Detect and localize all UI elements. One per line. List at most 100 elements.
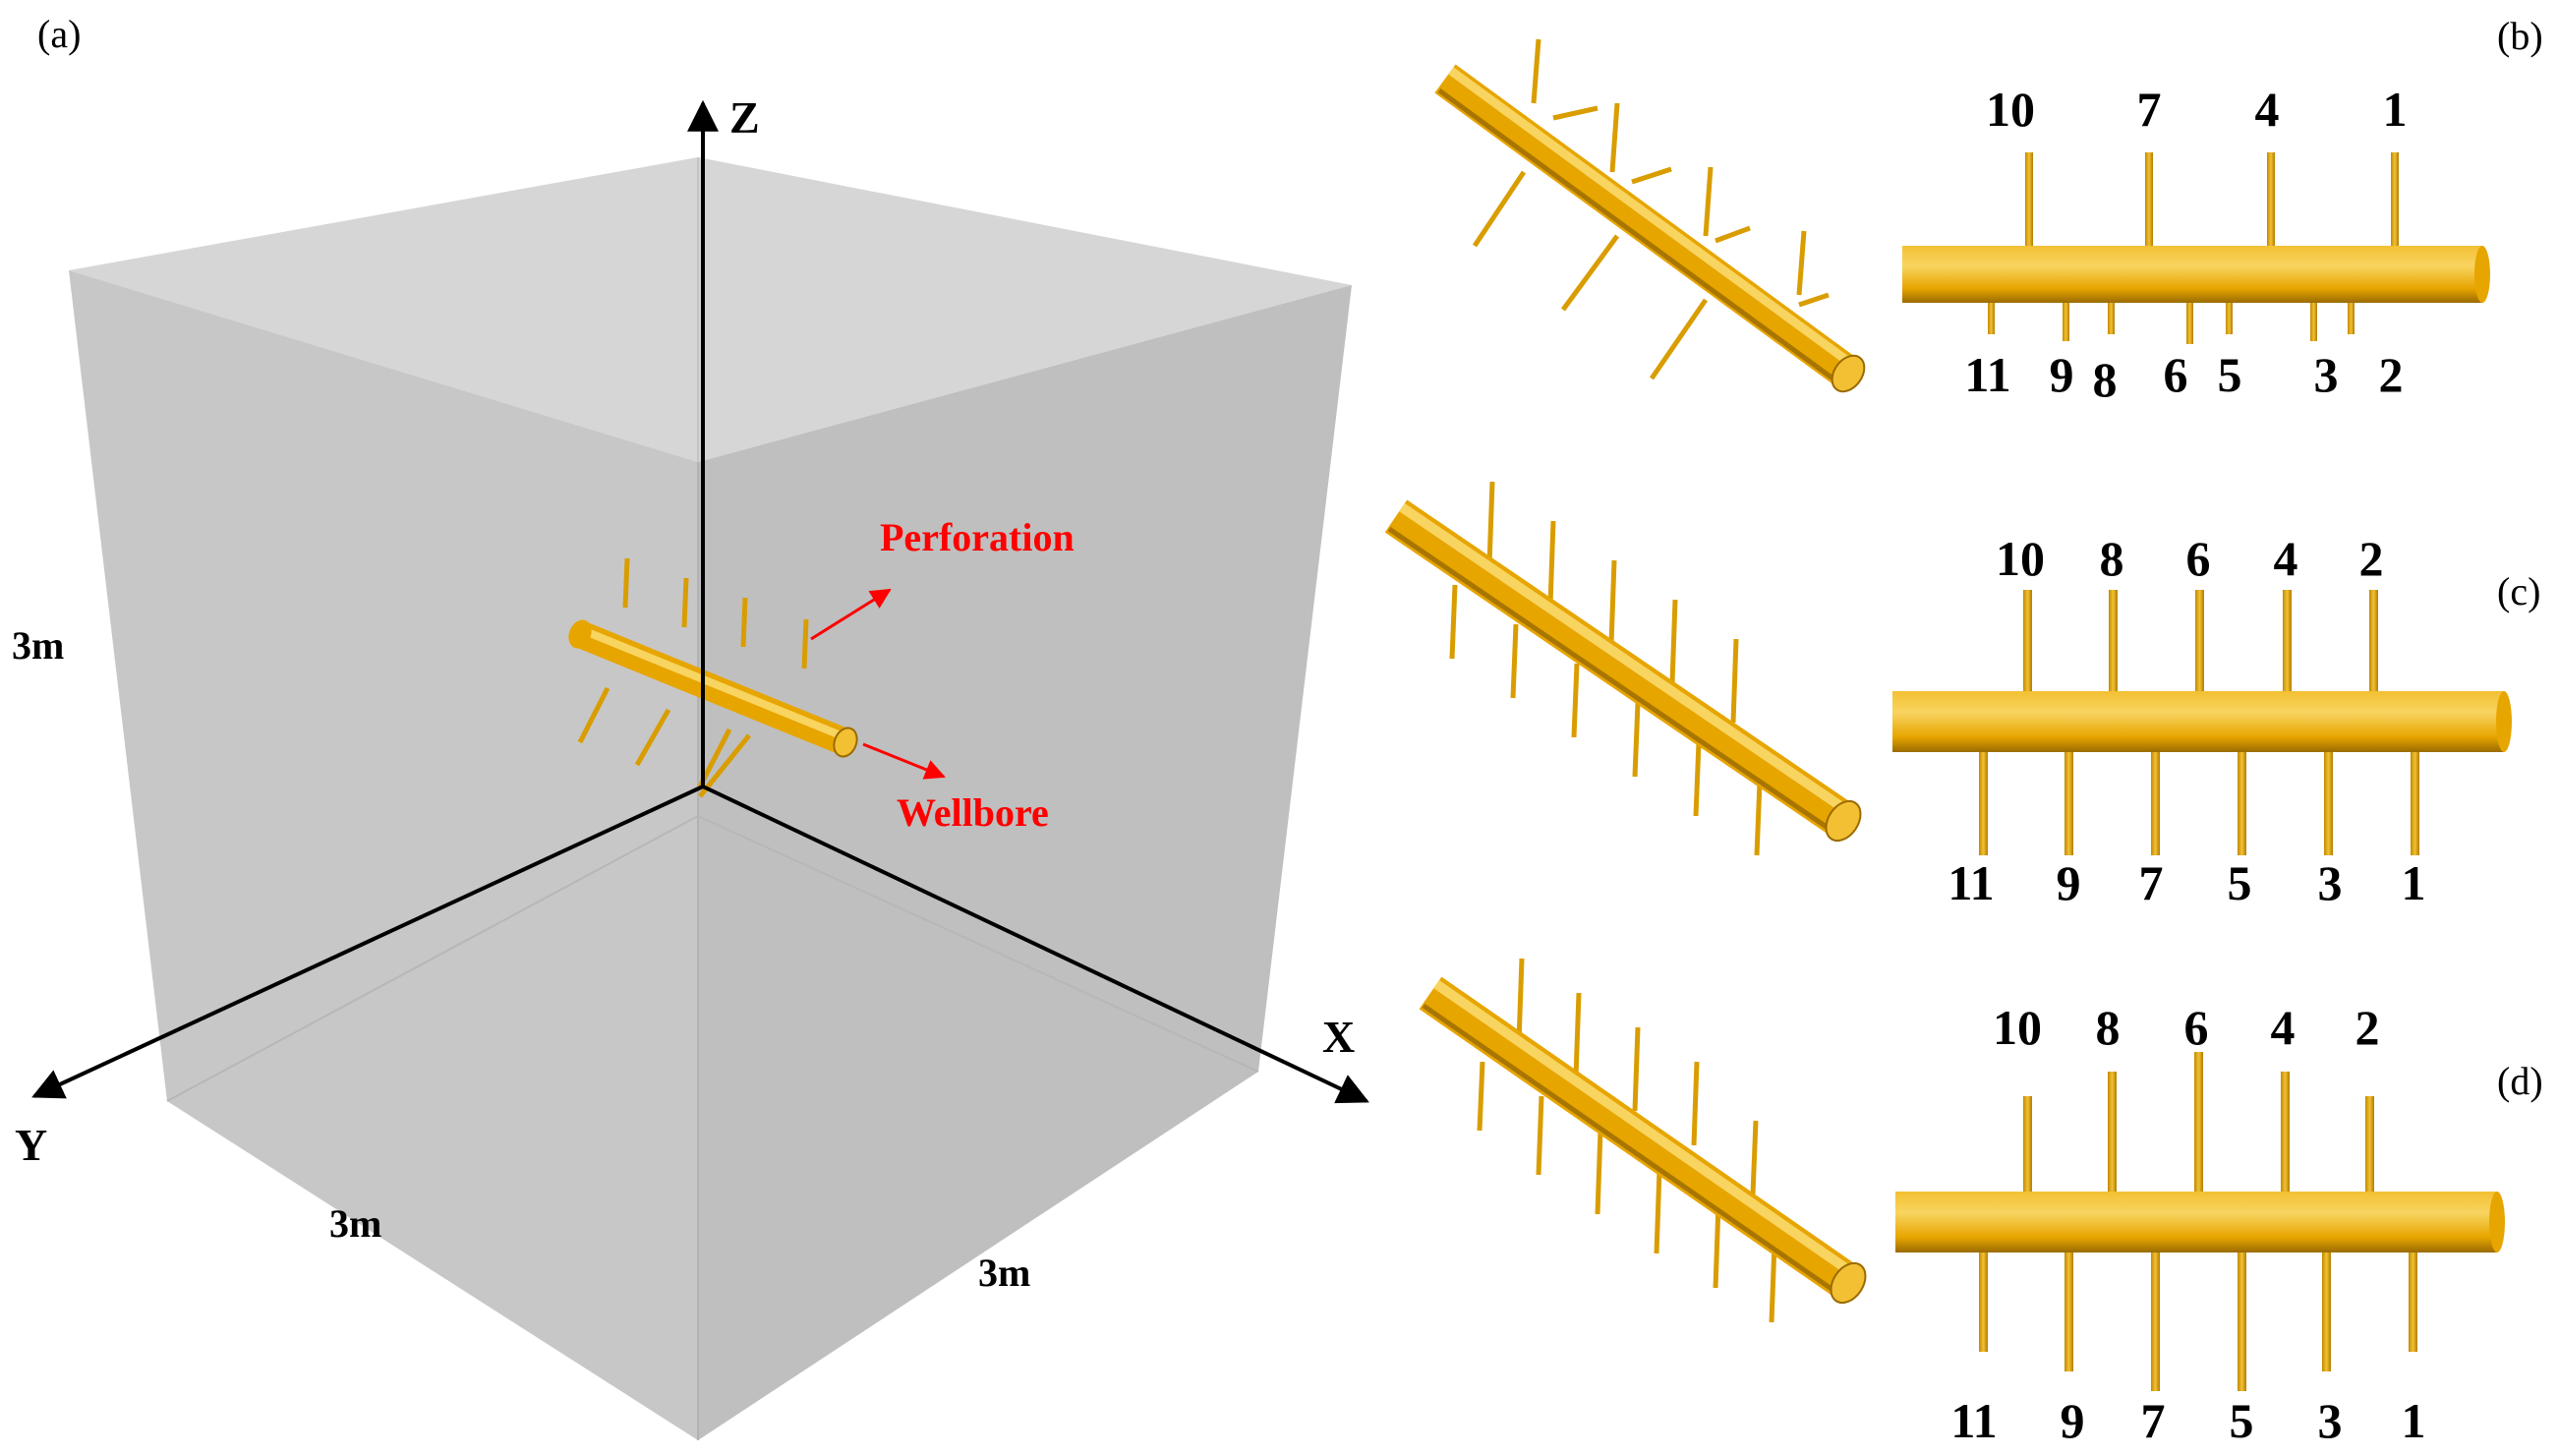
- perforation-stub: [2023, 1096, 2032, 1194]
- perforation-number: 7: [2137, 82, 2162, 137]
- perforation-number: 9: [2050, 347, 2074, 402]
- perforation-stub: [1516, 958, 1525, 1043]
- perforation-stub: [1472, 170, 1527, 248]
- perforation-stub: [1449, 584, 1458, 660]
- perforation-stub: [2195, 590, 2204, 691]
- wellbore-pipe: [1384, 499, 1855, 838]
- wellbore-pipe-highlight: [1448, 67, 1857, 370]
- rock-block-cube: [69, 157, 1352, 1440]
- perforation-number: 2: [2355, 1000, 2380, 1055]
- wellbore-pipe-shadow: [1387, 526, 1838, 837]
- wellbore-pipe-shadow: [1437, 87, 1844, 388]
- panel-b: (b): [1434, 14, 2543, 407]
- perforation-stub: [2238, 747, 2246, 855]
- perforation-stub: [1536, 1095, 1544, 1176]
- wellbore-pipe-end: [2474, 246, 2490, 303]
- y-dimension-label: 3m: [329, 1201, 381, 1246]
- perforation-number: 10: [1986, 82, 2035, 137]
- perforation-stub: [1798, 292, 1830, 308]
- perforation-number: 5: [2218, 347, 2242, 402]
- x-axis-label: X: [1322, 1012, 1355, 1062]
- perforation-annotation: Perforation: [880, 515, 1075, 559]
- perforation-number: 8: [2100, 531, 2124, 586]
- perforation-stub: [1988, 300, 1995, 334]
- perforation-stub: [2322, 1249, 2331, 1371]
- perforation-stub: [2369, 590, 2378, 691]
- perforation-stub: [1750, 1120, 1759, 1195]
- perforation-stub: [1560, 234, 1620, 312]
- perforation-stub: [2151, 1249, 2160, 1391]
- perforation-number: 1: [2402, 1393, 2426, 1448]
- panel-d-2d-view: 10 8 6 4 2 11 9 7 5 3 1: [1895, 1000, 2505, 1448]
- cube-inner-edge-bottom-left: [166, 815, 699, 1102]
- perforation-stub: [1691, 1061, 1700, 1146]
- perforation-stub: [1796, 230, 1807, 296]
- coordinate-axes: Z X Y: [15, 92, 1369, 1170]
- wellbore-pipe: [574, 621, 851, 755]
- perforation-stub: [1531, 38, 1541, 104]
- perforation-stub: [2226, 300, 2233, 334]
- cube-left-face: [69, 270, 698, 1440]
- perforation-stub: [1769, 1243, 1777, 1323]
- wellbore-pipe-end: [1830, 1261, 1867, 1305]
- perforation-number: 2: [2359, 531, 2384, 586]
- wellbore-pipe-end: [833, 727, 858, 758]
- perforation-number: 4: [2271, 1000, 2296, 1055]
- wellbore-pipe-highlight: [1399, 502, 1852, 817]
- perforation-number: 1: [2402, 855, 2426, 910]
- x-dimension-label: 3m: [978, 1251, 1030, 1295]
- perforation-stub: [1486, 481, 1495, 566]
- perforation-stub: [1979, 1249, 1988, 1352]
- perforation-stub: [1754, 781, 1763, 856]
- perforation-stub: [2365, 1096, 2374, 1194]
- panel-a: (a): [12, 12, 1369, 1440]
- panel-c-label: (c): [2497, 569, 2540, 613]
- perforation-stub: [801, 618, 809, 670]
- perforation-number: 3: [2318, 855, 2343, 910]
- perforation-stub: [2283, 590, 2292, 691]
- perforation-stub: [1669, 599, 1678, 684]
- perforation-stub: [2310, 300, 2317, 341]
- panel-b-2d-view: 10 7 4 1 11 9 8 6 5 3 2: [1902, 82, 2490, 407]
- perforation-stub: [1703, 166, 1714, 237]
- x-axis: [702, 785, 1369, 1104]
- cube-top-face: [69, 157, 1352, 462]
- perforation-number: 1: [2383, 82, 2408, 137]
- perforation-stub: [1730, 638, 1739, 724]
- perforation-stub: [2108, 300, 2115, 334]
- perforation-stub: [1547, 520, 1556, 606]
- perforation-number: 2: [2379, 347, 2404, 402]
- perforation-number: 8: [2096, 1000, 2121, 1055]
- perforation-number: 6: [2186, 531, 2211, 586]
- wellbore-pipe-end: [1825, 799, 1862, 843]
- perforation-number: 4: [2274, 531, 2298, 586]
- wellbore-pipe: [1895, 1192, 2497, 1252]
- wellbore-pointer: [862, 742, 946, 780]
- panel-c: (c): [1384, 481, 2540, 910]
- perforation-stub: [2145, 152, 2153, 246]
- perforation-stub: [1979, 747, 1988, 855]
- perforation-stub: [1609, 102, 1620, 173]
- perforation-number: 6: [2184, 1000, 2209, 1055]
- perforation-stub: [681, 577, 689, 628]
- perforation-stub: [1632, 1026, 1641, 1112]
- perforation-stub: [2238, 1249, 2246, 1391]
- perforation-stub: [622, 557, 630, 609]
- panel-b-3d-view: [1434, 38, 1866, 393]
- wellbore-pipe-highlight: [578, 625, 847, 741]
- perforation-stub: [2151, 747, 2160, 855]
- perforation-stub: [2064, 1249, 2073, 1371]
- cube-right-face: [698, 285, 1352, 1440]
- perforation-number: 6: [2164, 347, 2188, 402]
- wellbore-pipe: [1434, 64, 1859, 388]
- wellbore-pipe-highlight: [1433, 979, 1857, 1279]
- perforation-stub: [2267, 152, 2275, 246]
- y-axis: [31, 785, 704, 1099]
- perforation-stub: [634, 708, 671, 767]
- perforation-number: 3: [2314, 347, 2339, 402]
- panel-d: (d): [1419, 958, 2543, 1448]
- perforation-stub: [2063, 300, 2069, 341]
- perforation-stub: [1573, 992, 1582, 1077]
- perforation-stub: [698, 733, 751, 798]
